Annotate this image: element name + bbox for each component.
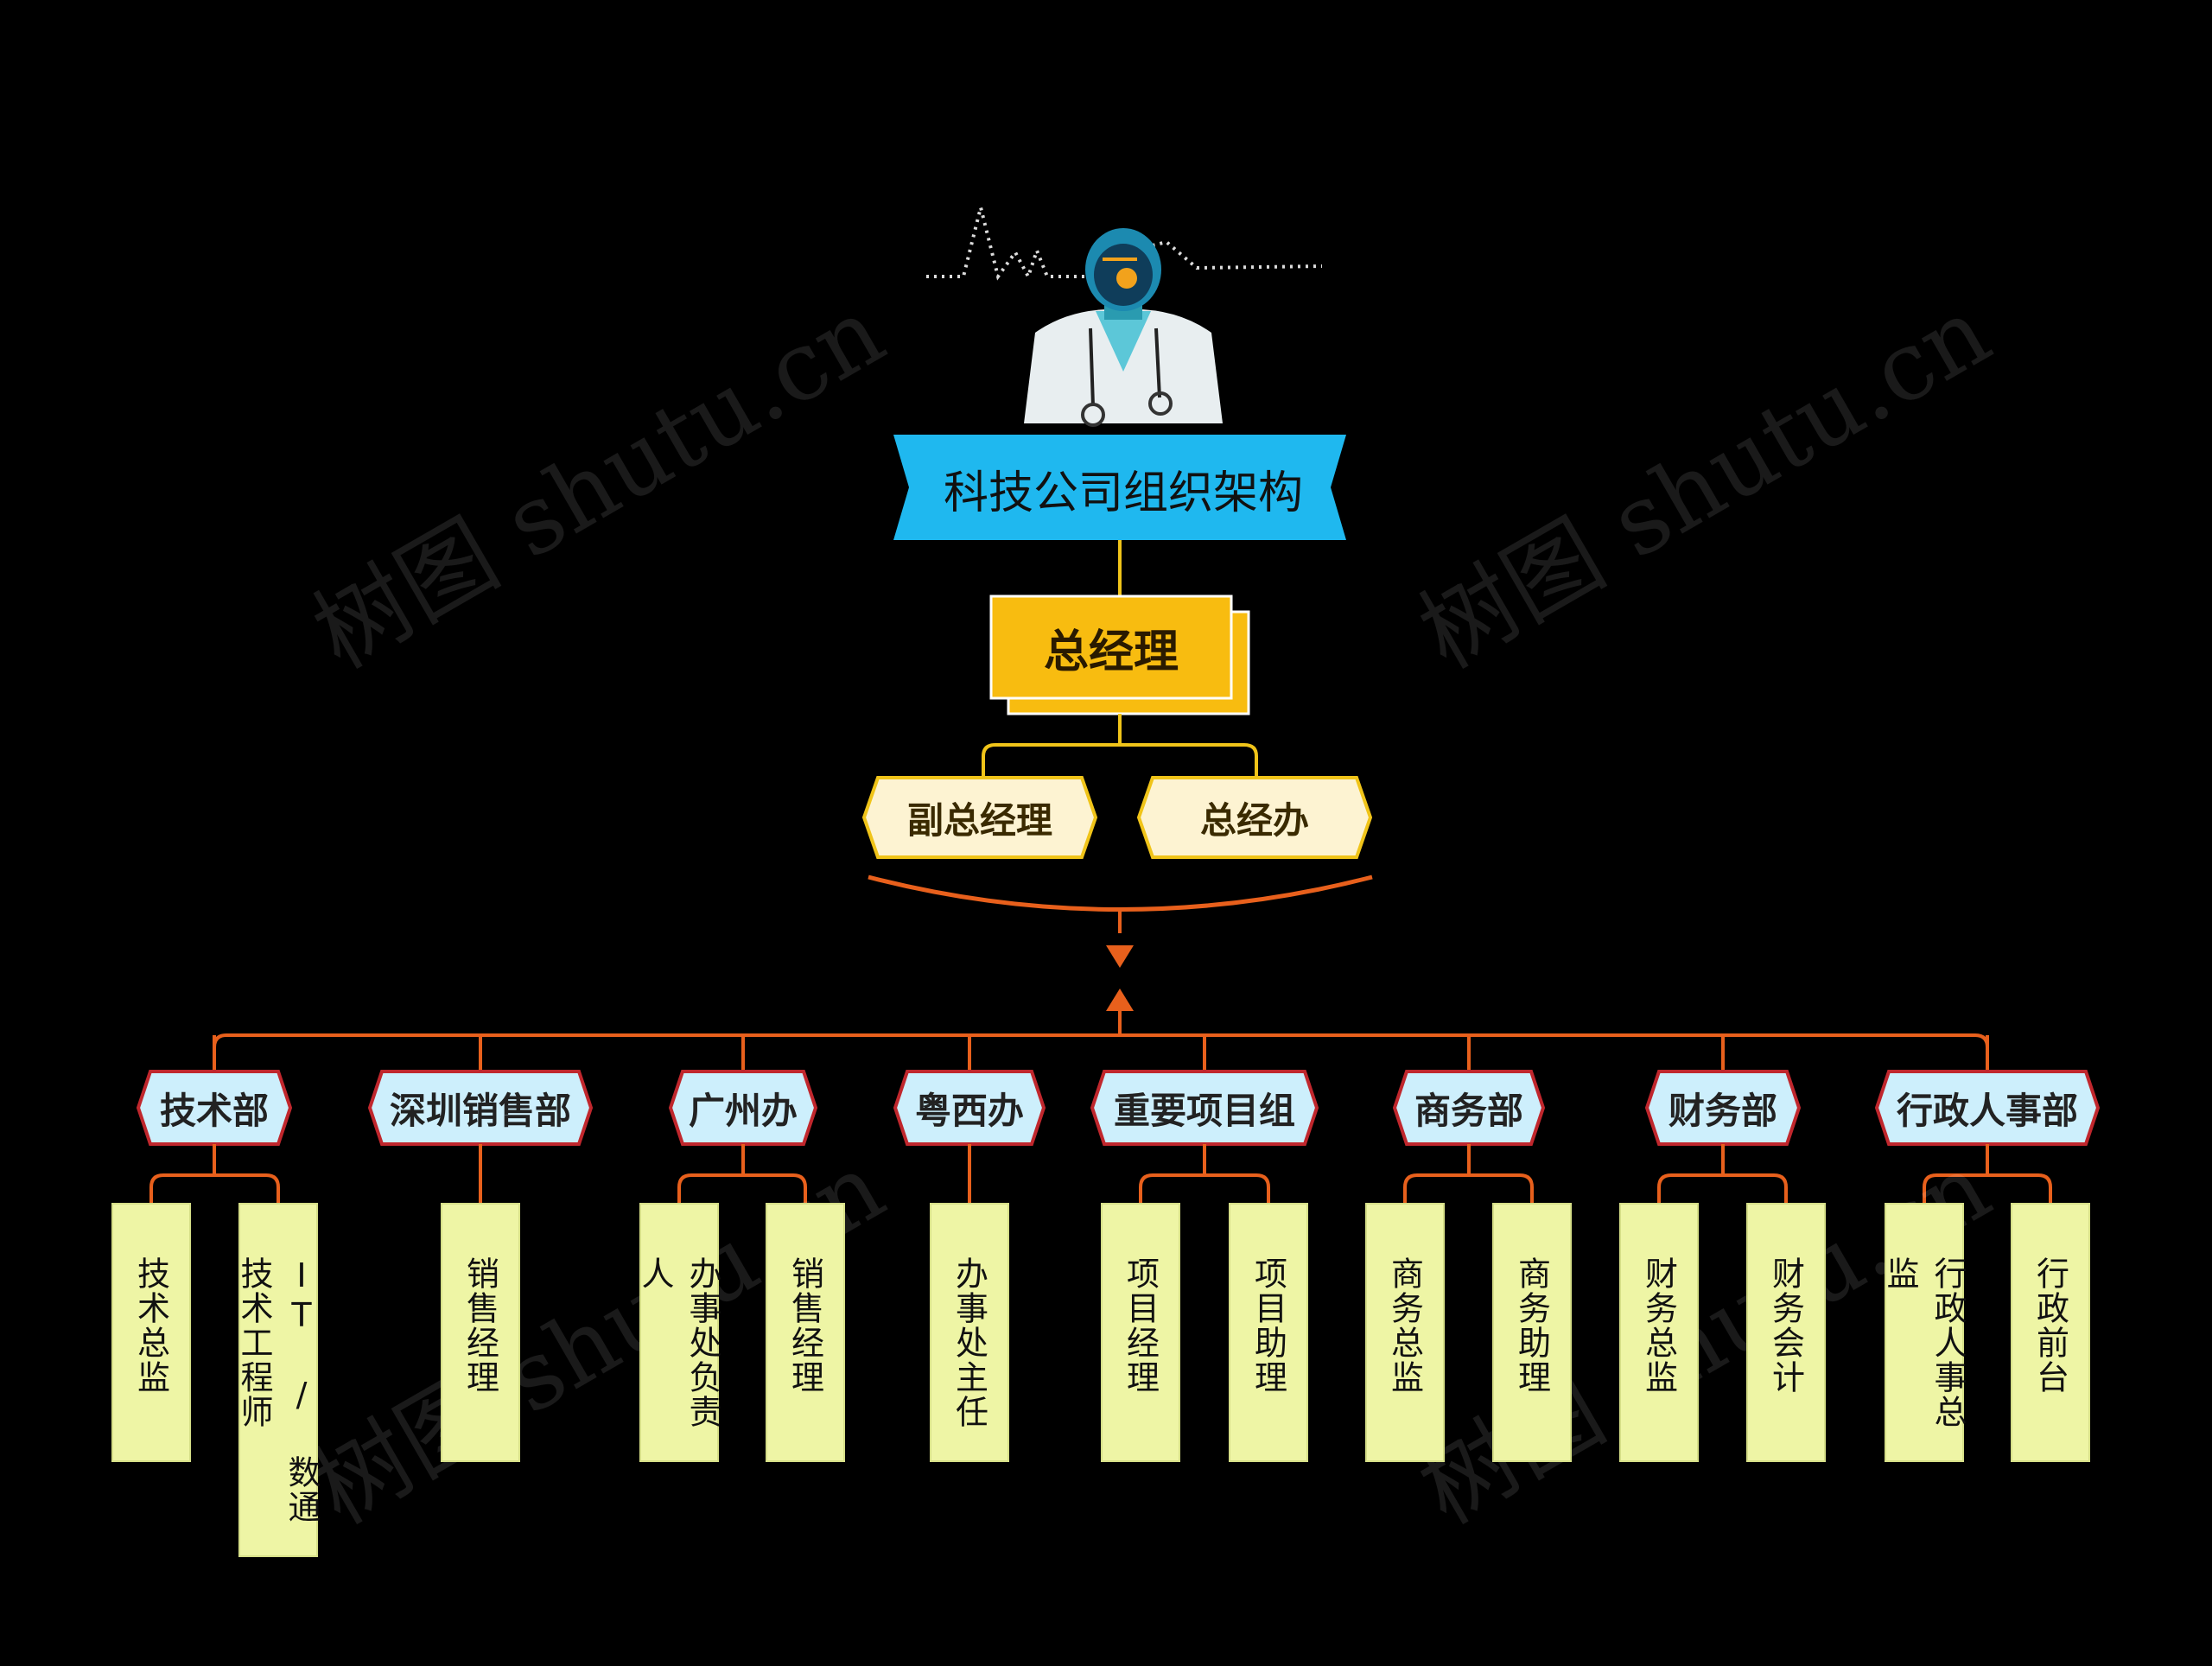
role-label: IT / 数通技术工程师 xyxy=(235,1256,321,1524)
department-label: 重要项目组 xyxy=(1113,1089,1295,1132)
brace-line xyxy=(868,874,1373,912)
title-ribbon xyxy=(893,435,1346,540)
department-box[interactable] xyxy=(136,1070,293,1146)
role-box[interactable]: 销售经理 xyxy=(441,1203,520,1462)
department-box[interactable] xyxy=(1090,1070,1319,1146)
role-box[interactable]: 财务总监 xyxy=(1619,1203,1699,1462)
role-box[interactable]: 商务总监 xyxy=(1365,1203,1445,1462)
role-label: 商务助理 xyxy=(1512,1256,1551,1395)
sub-unit-label: 总经办 xyxy=(1199,798,1309,842)
sub-unit-box xyxy=(1136,776,1373,859)
role-box[interactable]: 财务会计 xyxy=(1746,1203,1826,1462)
sub-unit-label: 副总经理 xyxy=(906,798,1052,842)
doctor-robot-icon xyxy=(1024,228,1223,427)
role-label: 销售经理 xyxy=(461,1256,499,1395)
role-box[interactable]: 办事处主任 xyxy=(930,1203,1009,1462)
department-box[interactable] xyxy=(367,1070,594,1146)
role-label: 技术总监 xyxy=(131,1256,170,1395)
department-box[interactable] xyxy=(1392,1070,1546,1146)
role-label: 财务总监 xyxy=(1639,1256,1678,1395)
role-label: 财务会计 xyxy=(1766,1256,1805,1395)
department-box[interactable] xyxy=(893,1070,1046,1146)
role-box[interactable]: IT / 数通技术工程师 xyxy=(235,1203,321,1557)
role-label: 行政人事总监 xyxy=(1881,1256,1967,1429)
role-label: 销售经理 xyxy=(785,1256,824,1395)
department-box[interactable] xyxy=(668,1070,818,1146)
department-box[interactable] xyxy=(1644,1070,1802,1146)
role-box[interactable]: 行政人事总监 xyxy=(1881,1203,1967,1462)
role-box[interactable]: 行政前台 xyxy=(2011,1203,2090,1462)
page-title: 科技公司组织架构 xyxy=(943,467,1303,519)
role-box[interactable]: 项目经理 xyxy=(1101,1203,1180,1462)
department-label: 商务部 xyxy=(1414,1089,1523,1132)
general-manager-box xyxy=(989,595,1233,700)
role-label: 办事处负责人 xyxy=(636,1256,721,1429)
role-label: 项目助理 xyxy=(1249,1256,1287,1395)
role-label: 办事处主任 xyxy=(950,1256,988,1429)
department-label: 技术部 xyxy=(159,1089,269,1132)
role-box[interactable]: 销售经理 xyxy=(766,1203,845,1462)
department-label: 深圳销售部 xyxy=(389,1089,571,1132)
role-box[interactable]: 技术总监 xyxy=(111,1203,191,1462)
department-label: 广州办 xyxy=(688,1089,798,1132)
role-label: 项目经理 xyxy=(1121,1256,1160,1395)
general-manager-label: 总经理 xyxy=(1043,626,1179,678)
department-label: 行政人事部 xyxy=(1896,1089,2078,1132)
role-box[interactable]: 办事处负责人 xyxy=(636,1203,721,1462)
department-label: 财务部 xyxy=(1668,1089,1777,1132)
role-box[interactable]: 项目助理 xyxy=(1229,1203,1308,1462)
role-label: 行政前台 xyxy=(2031,1256,2069,1395)
role-box[interactable]: 商务助理 xyxy=(1492,1203,1572,1462)
role-label: 商务总监 xyxy=(1385,1256,1424,1395)
collapse-toggle-icon[interactable] xyxy=(1106,945,1134,968)
department-box[interactable] xyxy=(1874,1070,2101,1146)
sub-unit-box xyxy=(861,776,1098,859)
department-label: 粤西办 xyxy=(914,1089,1024,1132)
